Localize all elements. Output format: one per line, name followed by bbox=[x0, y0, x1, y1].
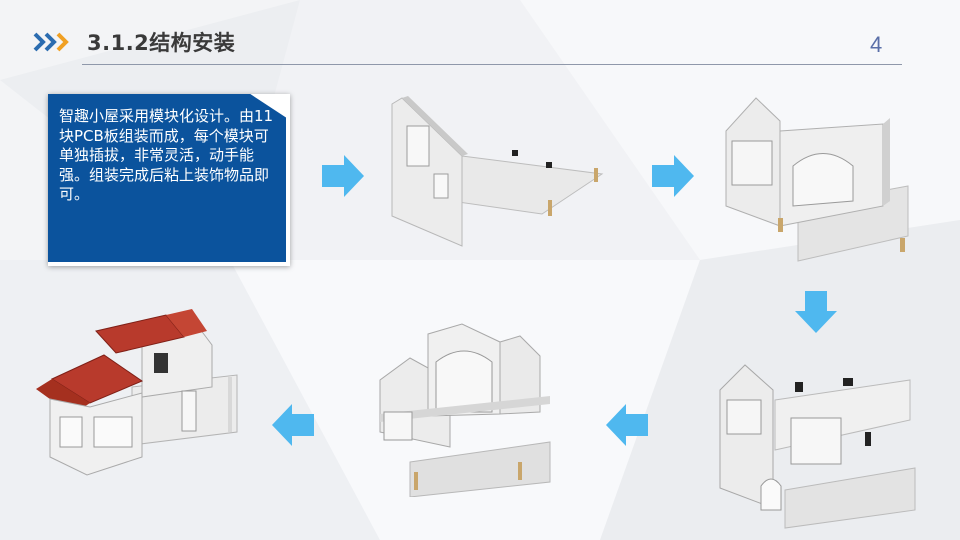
arrow-down-icon bbox=[795, 291, 837, 333]
arrow-left-icon bbox=[272, 404, 314, 446]
assembly-step-2-photo bbox=[725, 97, 909, 262]
assembly-finished-house-photo bbox=[36, 309, 238, 476]
description-text: 智趣小屋采用模块化设计。由11块PCB板组装而成，每个模块可单独插拔，非常灵活，… bbox=[59, 107, 274, 203]
arrow-right-icon bbox=[652, 155, 694, 197]
assembly-step-3-photo bbox=[719, 364, 916, 529]
description-card: 智趣小屋采用模块化设计。由11块PCB板组装而成，每个模块可单独插拔，非常灵活，… bbox=[48, 94, 290, 266]
assembly-step-4-photo bbox=[379, 323, 551, 497]
assembly-step-1-photo bbox=[391, 96, 604, 247]
double-chevron-right-icon bbox=[33, 32, 69, 52]
header-divider bbox=[82, 64, 902, 65]
page-number: 4 bbox=[870, 32, 883, 57]
page-title: 3.1.2结构安装 bbox=[87, 31, 236, 55]
description-panel: 智趣小屋采用模块化设计。由11块PCB板组装而成，每个模块可单独插拔，非常灵活，… bbox=[48, 94, 286, 262]
arrow-right-icon bbox=[322, 155, 364, 197]
arrow-left-icon bbox=[606, 404, 648, 446]
